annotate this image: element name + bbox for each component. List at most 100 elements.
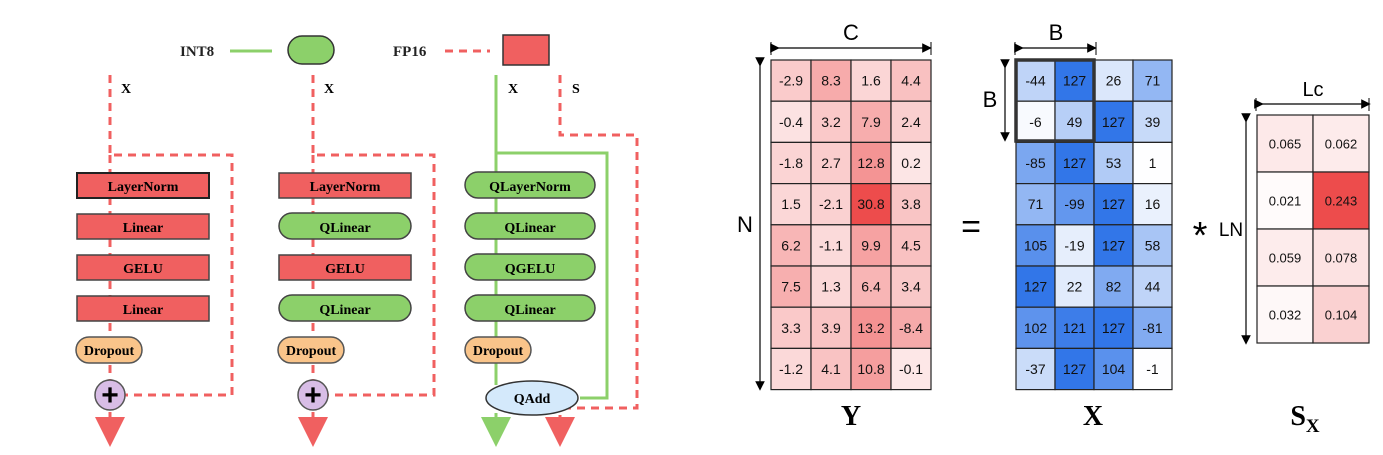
matrix-cell-value: -0.1 (899, 361, 923, 377)
dim-label-b-left: B (983, 87, 998, 112)
block-label: GELU (325, 262, 365, 277)
matrix-cell-value: 6.4 (861, 279, 881, 295)
matrix-cell-value: -1.1 (819, 237, 843, 253)
matrix-cell-value: 39 (1145, 114, 1161, 130)
block-box (464, 212, 596, 240)
matrix-s-label: SX (1290, 401, 1320, 437)
block-box (76, 213, 210, 240)
matrix-cell-value: 26 (1106, 73, 1122, 89)
block-box (464, 294, 596, 322)
dropout-box (277, 336, 345, 364)
matrix-cell-value: 82 (1106, 279, 1122, 295)
matrix-cell-value: 3.2 (821, 114, 841, 130)
dim-label-b-top: B (1049, 20, 1064, 45)
matrix-cell (1015, 183, 1056, 226)
legend-int8-label: INT8 (180, 44, 214, 60)
matrix-cell-value: 0.059 (1269, 251, 1302, 266)
block-box (464, 171, 596, 199)
matrix-cell (890, 347, 932, 391)
matrix-cell-value: 102 (1024, 320, 1048, 336)
matrix-cell (1312, 228, 1370, 287)
matrix-cell-value: -81 (1142, 320, 1162, 336)
matrix-cell-value: 0.243 (1325, 194, 1358, 209)
matrix-cell-value: 53 (1106, 155, 1122, 171)
matrix-cell-value: 6.2 (781, 237, 801, 253)
matrix-cell (1015, 265, 1056, 308)
matrix-cell-value: 127 (1063, 155, 1087, 171)
matrix-cell (770, 141, 812, 185)
matrix-cell-value: 8.3 (821, 73, 841, 89)
dropout-box (75, 336, 143, 364)
block-box (278, 294, 412, 322)
matrix-cell-value: 58 (1145, 237, 1161, 253)
matrix-cell-value: 1 (1149, 155, 1157, 171)
matrix-cell-value: 7.5 (781, 279, 801, 295)
qadd-node (485, 380, 579, 416)
block-box (464, 253, 596, 281)
matrix-cell-value: -2.1 (819, 196, 843, 212)
matrix-cell (1093, 347, 1134, 391)
block-label: QLinear (319, 221, 370, 236)
matrix-cell-value: 9.9 (861, 237, 881, 253)
matrix-cell (1015, 141, 1056, 185)
matrix-cell-value: 44 (1145, 279, 1161, 295)
dim-label-c: C (843, 20, 859, 45)
matrix-cell (1132, 265, 1173, 308)
residual-line (496, 151, 609, 400)
matrix-cell-value: 127 (1102, 237, 1126, 253)
matrix-cell-value: 104 (1102, 361, 1126, 377)
dim-label-lc: Lc (1302, 79, 1323, 101)
block-label: Linear (123, 221, 163, 236)
dropout-box (464, 336, 532, 364)
matrix-cell-value: 1.5 (781, 196, 801, 212)
block-box (76, 254, 210, 281)
pipeline-int8: X S QLayerNorm QLinear QGELU QLinear Dro… (464, 75, 639, 447)
matrix-cell (1256, 228, 1314, 287)
block-label: QLinear (319, 303, 370, 318)
matrix-cell-value: 12.8 (857, 155, 884, 171)
matrix-cell (1312, 171, 1370, 230)
matrix-cell (810, 265, 852, 308)
matrix-cell-value: -0.4 (779, 114, 803, 130)
input-label: X (121, 82, 131, 97)
matrix-cell (770, 265, 812, 308)
legend-int8-swatch (287, 35, 335, 65)
dim-label-n: N (737, 212, 753, 237)
dropout-label: Dropout (473, 344, 524, 359)
matrix-cell-value: 22 (1067, 279, 1083, 295)
matrix-cell (890, 141, 932, 185)
matrix-y-label: Y (841, 401, 861, 432)
matrix-cell-value: 30.8 (857, 196, 884, 212)
matrix-cell-value: 7.9 (861, 114, 881, 130)
matrix-cell-value: -85 (1025, 155, 1045, 171)
matrix-cell-value: -2.9 (779, 73, 803, 89)
matrix-cell (1054, 347, 1095, 391)
times-sign: * (1193, 215, 1208, 257)
matrix-cell (810, 59, 852, 102)
qadd-label: QAdd (514, 392, 551, 407)
flow-line (108, 75, 234, 397)
block-label: Linear (123, 303, 163, 318)
add-symbol: + (101, 379, 119, 412)
matrix-cell-value: 4.5 (901, 237, 921, 253)
legend: INT8 FP16 (180, 34, 550, 66)
block-box (76, 295, 210, 322)
matrix-cell (770, 100, 812, 143)
matrix-cell-value: 1.6 (861, 73, 881, 89)
dim-label-ln: LN (1219, 220, 1243, 241)
input-label: X (324, 82, 334, 97)
matrix-cell-value: 0.062 (1325, 137, 1358, 152)
matrix-cell-value: 2.4 (901, 114, 921, 130)
matrix-cell (890, 224, 932, 267)
matrix-cell (1312, 285, 1370, 344)
matrix-cell (1015, 224, 1056, 267)
matrix-cell (810, 306, 852, 350)
block-box (278, 212, 412, 240)
block-highlight (1014, 58, 1096, 143)
matrix-cell-value: 105 (1024, 237, 1048, 253)
